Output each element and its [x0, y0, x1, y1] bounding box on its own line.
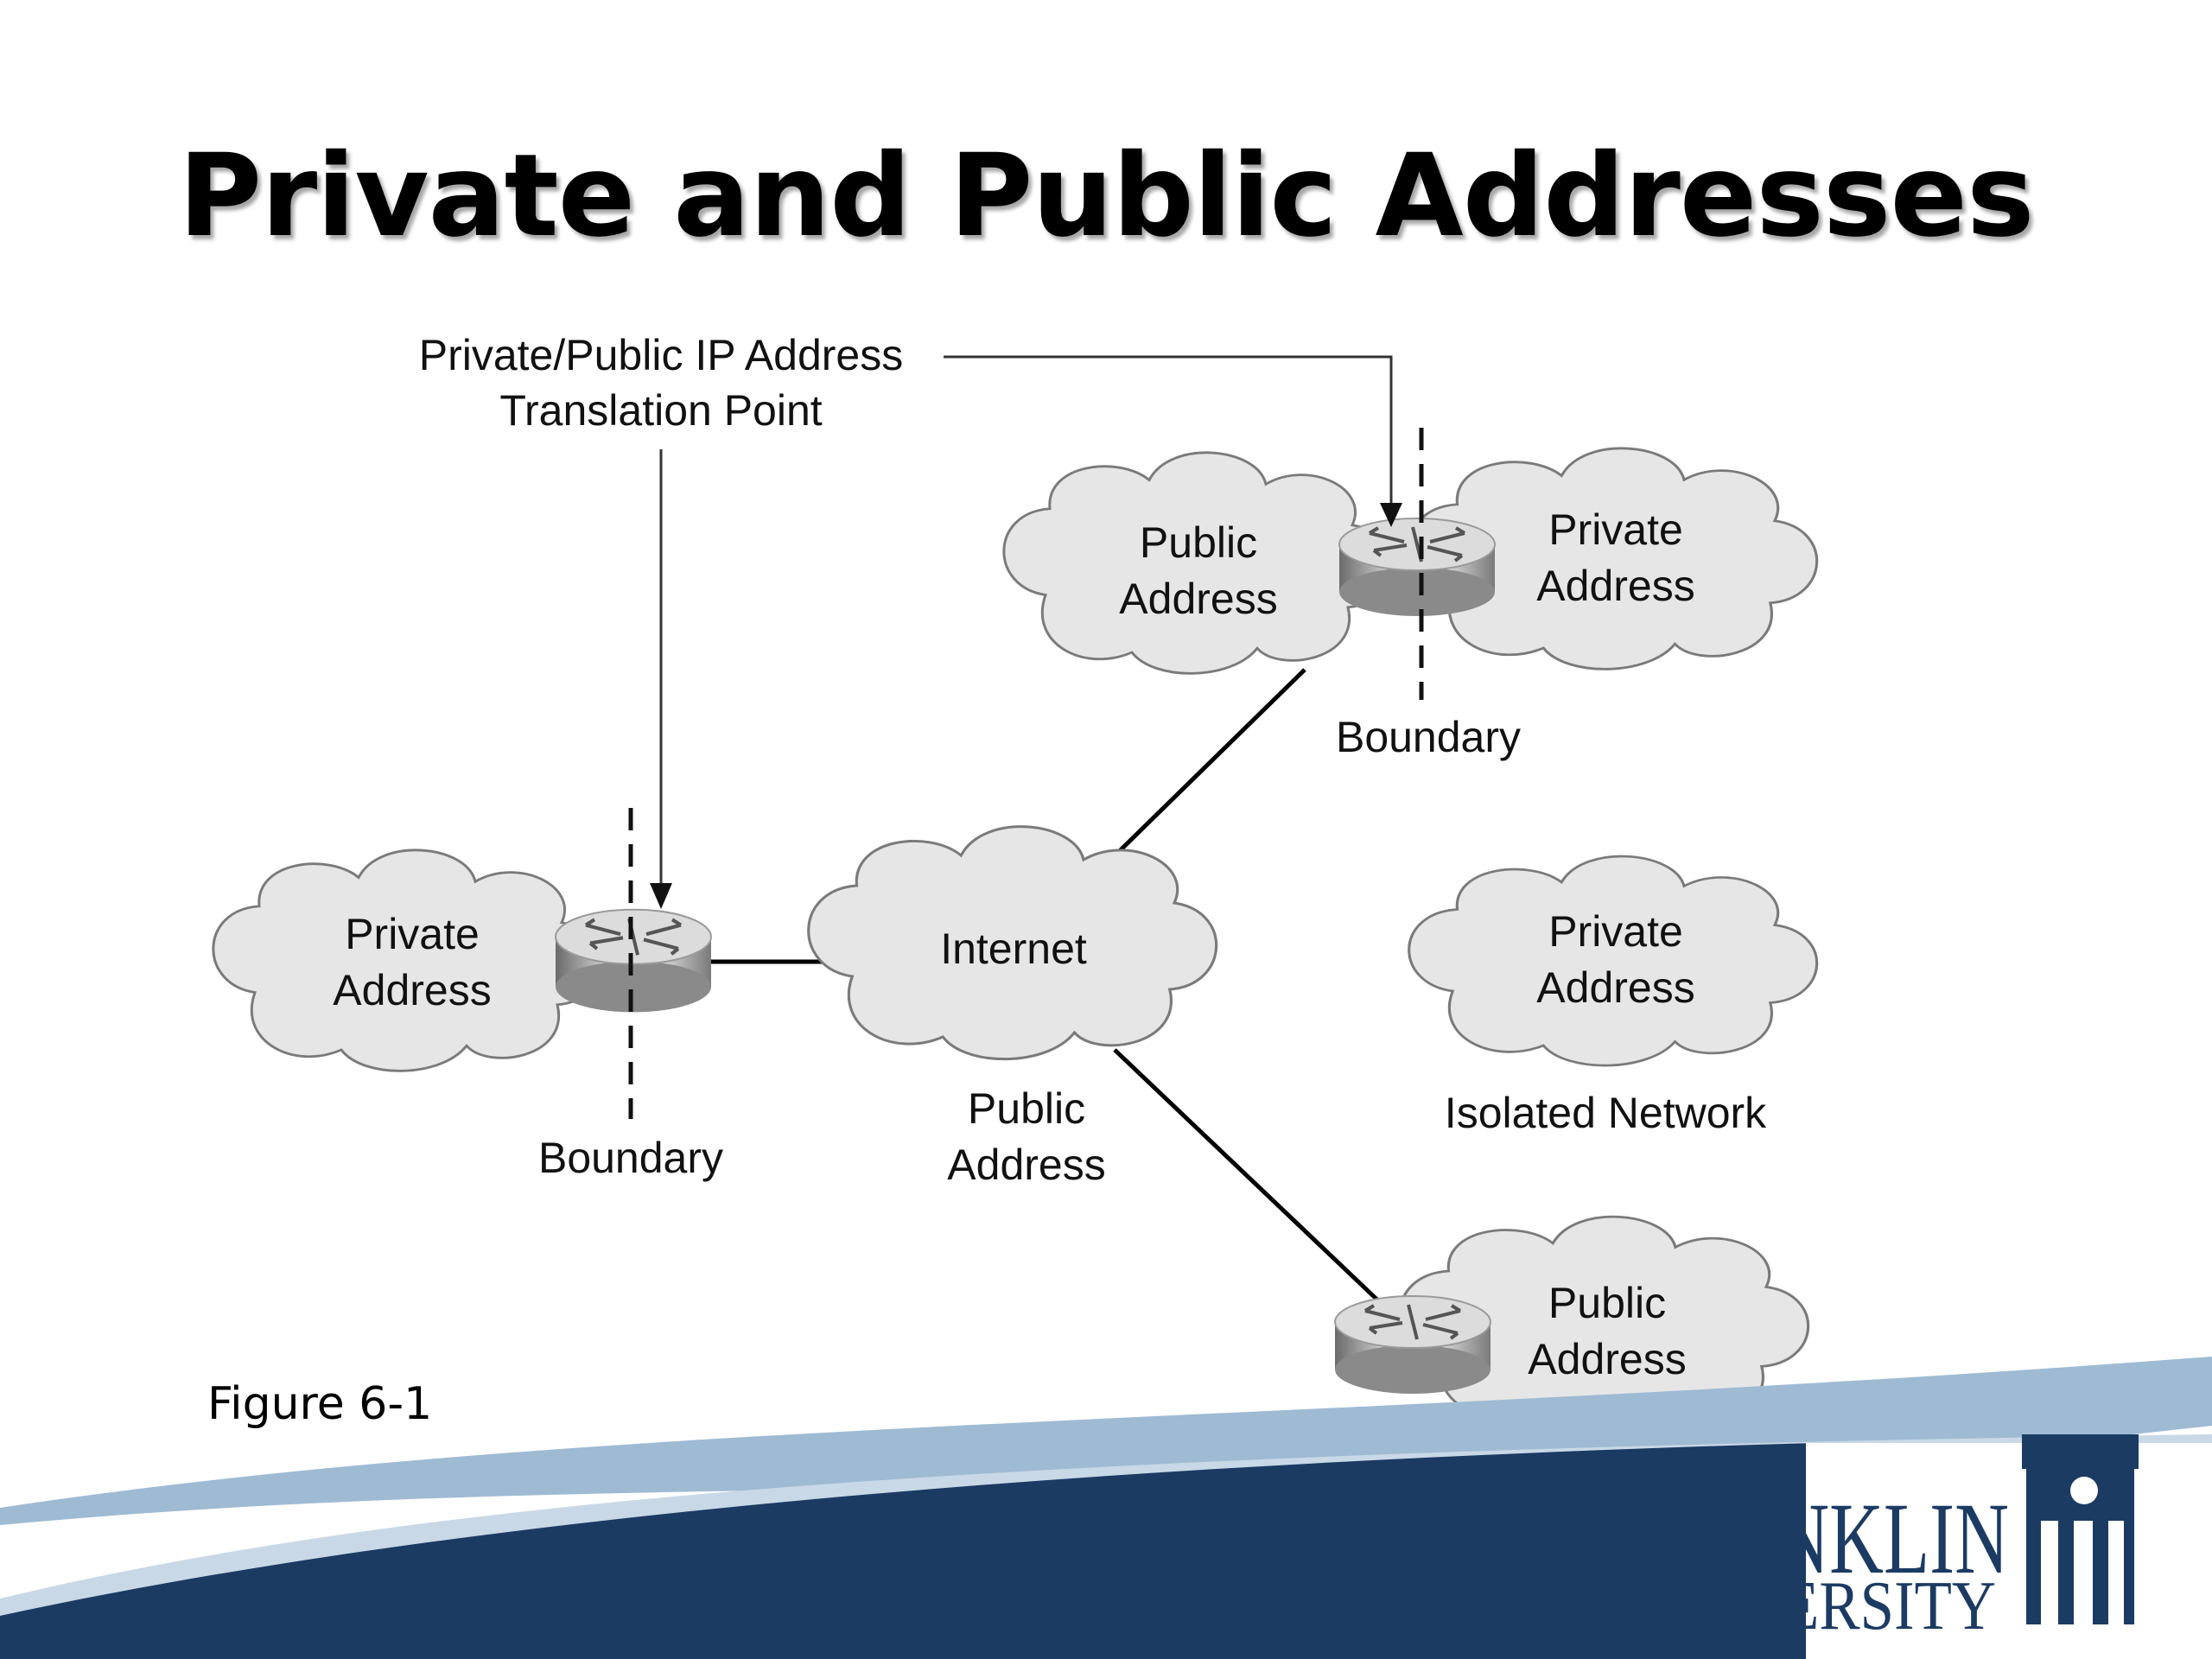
arrow-to-top-router	[944, 355, 1393, 510]
internet-label: Internet	[940, 925, 1087, 973]
cloud-left-private	[212, 849, 603, 1072]
link-internet-top	[1096, 668, 1306, 874]
top-public-line1: Public	[1140, 518, 1257, 567]
left-private-line1: Private	[345, 910, 480, 958]
cloud-isolated-private	[1408, 855, 1819, 1067]
footer-swoosh-navy	[0, 1443, 1815, 1659]
arrowhead-left	[650, 883, 672, 909]
footer-swoosh-light	[0, 1357, 2212, 1525]
top-private-line1: Private	[1548, 505, 1683, 554]
logo-line1: FRANKLIN	[1629, 1482, 2009, 1595]
top-private-line2: Address	[1536, 562, 1694, 610]
logo-line2: UNIVERSITY	[1629, 1568, 1996, 1644]
internet-public-line2: Address	[947, 1141, 1105, 1189]
top-public-line2: Address	[1119, 575, 1277, 623]
link-internet-bottom	[1113, 1048, 1384, 1306]
router-left	[556, 910, 711, 1013]
logo-tower-icon	[2022, 1434, 2139, 1624]
isolated-network-label: Isolated Network	[1445, 1089, 1767, 1137]
slide-title: Private and Public Addresses	[178, 130, 2034, 263]
arrowhead-top	[1380, 503, 1402, 527]
bottom-public-line1: Public	[1548, 1279, 1666, 1327]
internet-public-line1: Public	[968, 1084, 1085, 1133]
isolated-private-line1: Private	[1548, 907, 1683, 956]
left-private-line2: Address	[333, 966, 491, 1014]
logo-backdrop	[1806, 1443, 2212, 1659]
boundary-top-label: Boundary	[1336, 713, 1521, 761]
translation-label-line2: Translation Point	[499, 386, 822, 435]
router-bottom	[1333, 1294, 1492, 1395]
boundary-left-label: Boundary	[538, 1134, 723, 1182]
translation-label-line1: Private/Public IP Address	[419, 331, 903, 379]
figure-caption: Figure 6-1	[207, 1378, 433, 1430]
router-top	[1338, 517, 1497, 618]
isolated-private-line2: Address	[1536, 963, 1694, 1012]
bottom-public-line2: Address	[1528, 1335, 1686, 1383]
